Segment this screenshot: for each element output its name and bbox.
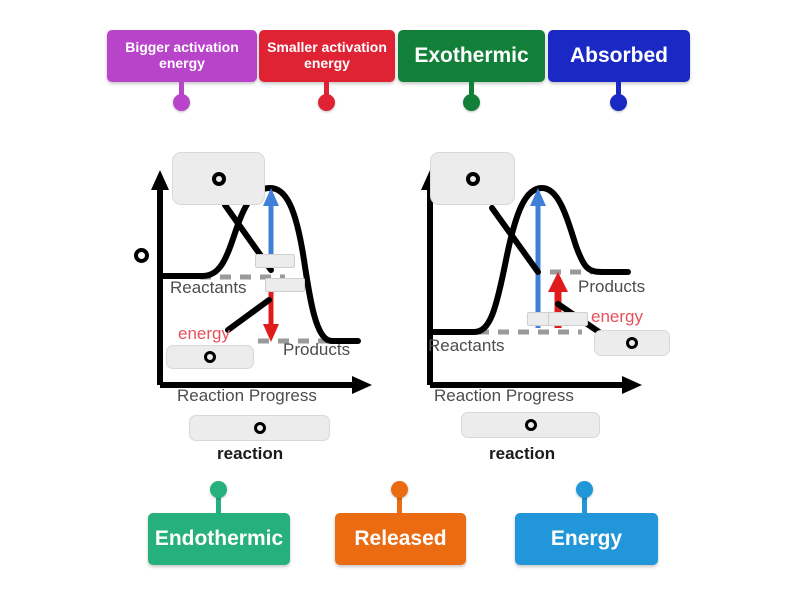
slot-target-dot-icon (211, 171, 226, 186)
slot-target-dot-icon (253, 422, 266, 434)
slot-target-dot-icon (465, 171, 480, 186)
tile-pin-stem (324, 80, 329, 96)
right-x-axis-label: Reaction Progress (434, 386, 574, 405)
tile-pin-knob[interactable] (610, 94, 627, 111)
energy-change-slot[interactable] (166, 345, 254, 369)
label-tile-exothermic[interactable]: Exothermic (398, 30, 545, 82)
label-tile-text: Smaller activation energy (267, 39, 387, 71)
reaction-type-slot[interactable] (461, 412, 600, 438)
tile-pin-stem (616, 80, 621, 96)
tile-pin-stem (397, 491, 402, 517)
mini-slot-right[interactable] (548, 312, 588, 326)
tile-pin-knob[interactable] (210, 481, 227, 498)
label-tile-smaller-activation-energy[interactable]: Smaller activation energy (259, 30, 395, 82)
label-tile-absorbed[interactable]: Absorbed (548, 30, 690, 82)
tile-pin-stem (582, 491, 587, 517)
tile-pin-knob[interactable] (173, 94, 190, 111)
label-tile-bigger-activation-energy[interactable]: Bigger activation energy (107, 30, 257, 82)
tile-pin-stem (179, 80, 184, 96)
left-products-label: Products (283, 340, 351, 359)
right-x-axis (430, 376, 642, 394)
left-diagram-caption: reaction (217, 444, 284, 463)
reaction-type-slot[interactable] (189, 415, 330, 441)
activation-energy-slot[interactable] (430, 152, 515, 205)
right-reactants-label: Reactants (428, 336, 505, 355)
slot-target-dot-icon (204, 351, 216, 363)
label-tile-text: Absorbed (569, 44, 668, 68)
left-x-axis (160, 376, 372, 394)
right-energy-label: energy (591, 307, 643, 326)
tile-pin-knob[interactable] (463, 94, 480, 111)
tile-pin-knob[interactable] (576, 481, 593, 498)
slot-target-dot-icon (626, 337, 638, 349)
y-axis-energy-slot[interactable] (134, 248, 149, 263)
right-diagram-caption: reaction (489, 444, 556, 463)
left-energy-leader-line (225, 297, 272, 333)
right-products-label: Products (578, 277, 646, 296)
tile-pin-knob[interactable] (318, 94, 335, 111)
tile-pin-stem (469, 80, 474, 96)
left-y-axis (151, 170, 169, 385)
tile-pin-knob[interactable] (391, 481, 408, 498)
label-tile-endothermic[interactable]: Endothermic (148, 513, 290, 565)
mini-slot-lower[interactable] (265, 278, 305, 292)
activation-energy-slot[interactable] (172, 152, 265, 205)
left-energy-label: energy (178, 324, 230, 343)
label-tile-text: Energy (550, 527, 623, 551)
slot-target-dot-icon (524, 419, 537, 431)
label-tile-energy[interactable]: Energy (515, 513, 658, 565)
label-tile-released[interactable]: Released (335, 513, 466, 565)
energy-change-slot[interactable] (594, 330, 670, 356)
left-reaction-curve (159, 185, 361, 344)
label-tile-text: Endothermic (154, 527, 284, 551)
right-activation-energy-arrow (530, 188, 546, 328)
left-reactants-label: Reactants (170, 278, 247, 297)
right-reaction-curve (429, 185, 631, 335)
mini-slot-upper[interactable] (255, 254, 295, 268)
label-tile-text: Exothermic (414, 44, 529, 68)
right-activation-leader-line (489, 205, 541, 275)
left-x-axis-label: Reaction Progress (177, 386, 317, 405)
label-tile-text: Bigger activation energy (125, 39, 239, 71)
tile-pin-stem (216, 491, 221, 517)
label-tile-text: Released (354, 527, 447, 551)
